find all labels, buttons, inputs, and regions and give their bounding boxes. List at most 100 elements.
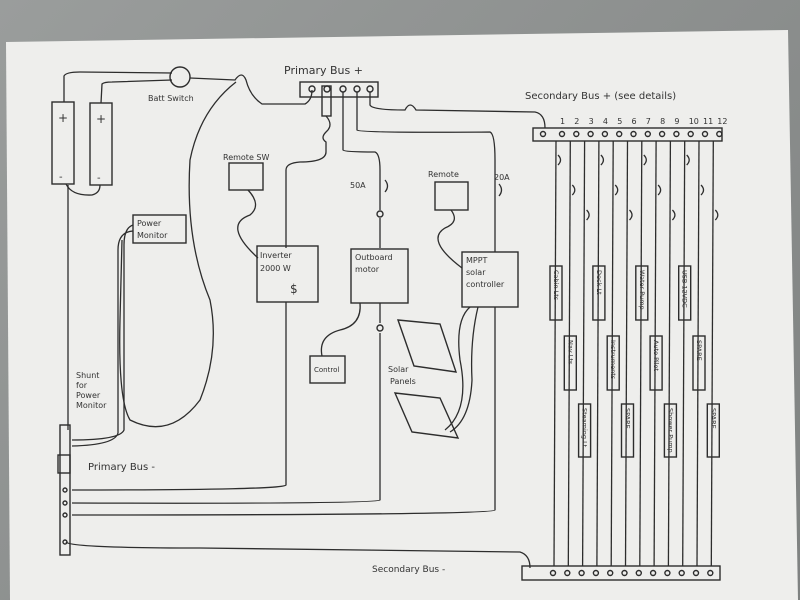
circuit-number: 10: [689, 117, 699, 126]
breaker-icon: [686, 154, 690, 166]
circuit-number: 1: [560, 117, 565, 126]
circuit-wire: [667, 140, 672, 567]
circuit-number: 12: [717, 117, 727, 126]
svg-text:controller: controller: [466, 280, 505, 289]
circuit-label: SPARE: [624, 408, 632, 429]
breaker-icon: [614, 184, 619, 196]
circuit-number: 9: [674, 117, 679, 126]
svg-text:Panels: Panels: [390, 377, 416, 386]
battery1-positive-wire: [63, 71, 173, 102]
power-monitor-box: Power Monitor: [132, 214, 187, 244]
primary-bus-negative-label: Primary Bus -: [88, 462, 155, 473]
svg-text:Power: Power: [137, 219, 162, 228]
circuit-label: SPARE: [709, 408, 717, 429]
bus-terminal: [673, 130, 680, 138]
circuit-number: 8: [660, 117, 665, 126]
circuit-number: 6: [632, 117, 637, 126]
breaker-20a-label: 20A: [494, 173, 510, 182]
svg-text:-: -: [59, 172, 63, 183]
circuit-label: SPARE: [695, 340, 703, 361]
circuit-wire: [553, 140, 557, 567]
bus-terminal: [549, 569, 557, 577]
svg-text:2000 W: 2000 W: [260, 264, 291, 273]
breaker-icon: [571, 184, 576, 196]
circuit-label-box: [678, 265, 692, 321]
circuit-number: 7: [646, 117, 651, 126]
bus-terminal: [601, 130, 609, 138]
breaker-50a-label: 50A: [350, 181, 366, 190]
svg-text:motor: motor: [355, 265, 380, 274]
primary-bus-positive: [299, 81, 379, 98]
circuit-label-box: [649, 335, 663, 391]
breaker-icon: [700, 184, 705, 196]
bus-terminal: [649, 569, 657, 577]
bus-terminal: [616, 130, 623, 138]
primary-bus-title: Primary Bus +: [284, 64, 363, 77]
circuit-label-box: [549, 265, 563, 321]
circuit-wire: [596, 140, 600, 567]
bus-terminal: [592, 569, 600, 577]
circuit-label: Nav Lts: [566, 340, 574, 365]
circuit-label-box: [606, 335, 620, 391]
circuit-wire: [653, 140, 657, 567]
bus-terminal: [607, 569, 614, 577]
svg-text:for: for: [76, 381, 88, 390]
shunt-sense-wire: [119, 81, 237, 428]
breaker-icon: [600, 154, 605, 166]
bus-terminal: [678, 569, 685, 577]
bus-terminal: [578, 569, 585, 577]
circuit-wire: [682, 140, 686, 567]
solar-panel-2: [393, 392, 460, 439]
bus-terminal: [644, 130, 651, 138]
svg-text:$: $: [290, 282, 298, 296]
bus-terminal: [692, 569, 700, 577]
breaker-icon: [671, 209, 676, 221]
circuit-label-box: [706, 403, 720, 458]
circuit-wire: [710, 140, 714, 567]
batt-switch-icon: [169, 66, 191, 88]
bus-terminal: [573, 130, 580, 138]
circuit-label-box: [692, 335, 706, 391]
circuit-wire: [696, 140, 700, 567]
svg-text:-: -: [97, 173, 101, 184]
svg-text:solar: solar: [466, 268, 486, 277]
bus-terminal: [716, 130, 723, 138]
inverter-box: Inverter 2000 W $: [256, 245, 319, 303]
remote-label: Remote: [428, 170, 459, 179]
primary-bus-negative: [59, 424, 71, 556]
circuit-number: 4: [603, 117, 608, 126]
bus-terminal: [558, 130, 566, 138]
svg-text:Power: Power: [76, 391, 101, 400]
mppt-controller-box: MPPT solar controller: [461, 251, 519, 308]
breaker-icon: [557, 154, 562, 166]
circuit-wire: [610, 140, 614, 567]
circuit-number: 2: [574, 117, 579, 126]
svg-text:Monitor: Monitor: [137, 231, 168, 240]
shunt-label: Shunt: [76, 371, 99, 380]
breaker-icon: [643, 154, 647, 166]
secondary-bus-negative: [521, 565, 721, 581]
circuit-label: Instruments: [609, 340, 617, 380]
circuit-wire: [624, 140, 629, 567]
circuit-number: 5: [617, 117, 622, 126]
bus-terminal: [687, 130, 694, 138]
secondary-bus-negative-label: Secondary Bus -: [372, 565, 445, 575]
control-box: Control: [309, 355, 346, 384]
paper-sheet: [6, 30, 798, 600]
battery-link-wire: [65, 183, 101, 196]
bus-terminal: [587, 130, 594, 138]
bus-terminal: [621, 569, 628, 577]
circuit-label: Deck Lt: [595, 270, 603, 295]
